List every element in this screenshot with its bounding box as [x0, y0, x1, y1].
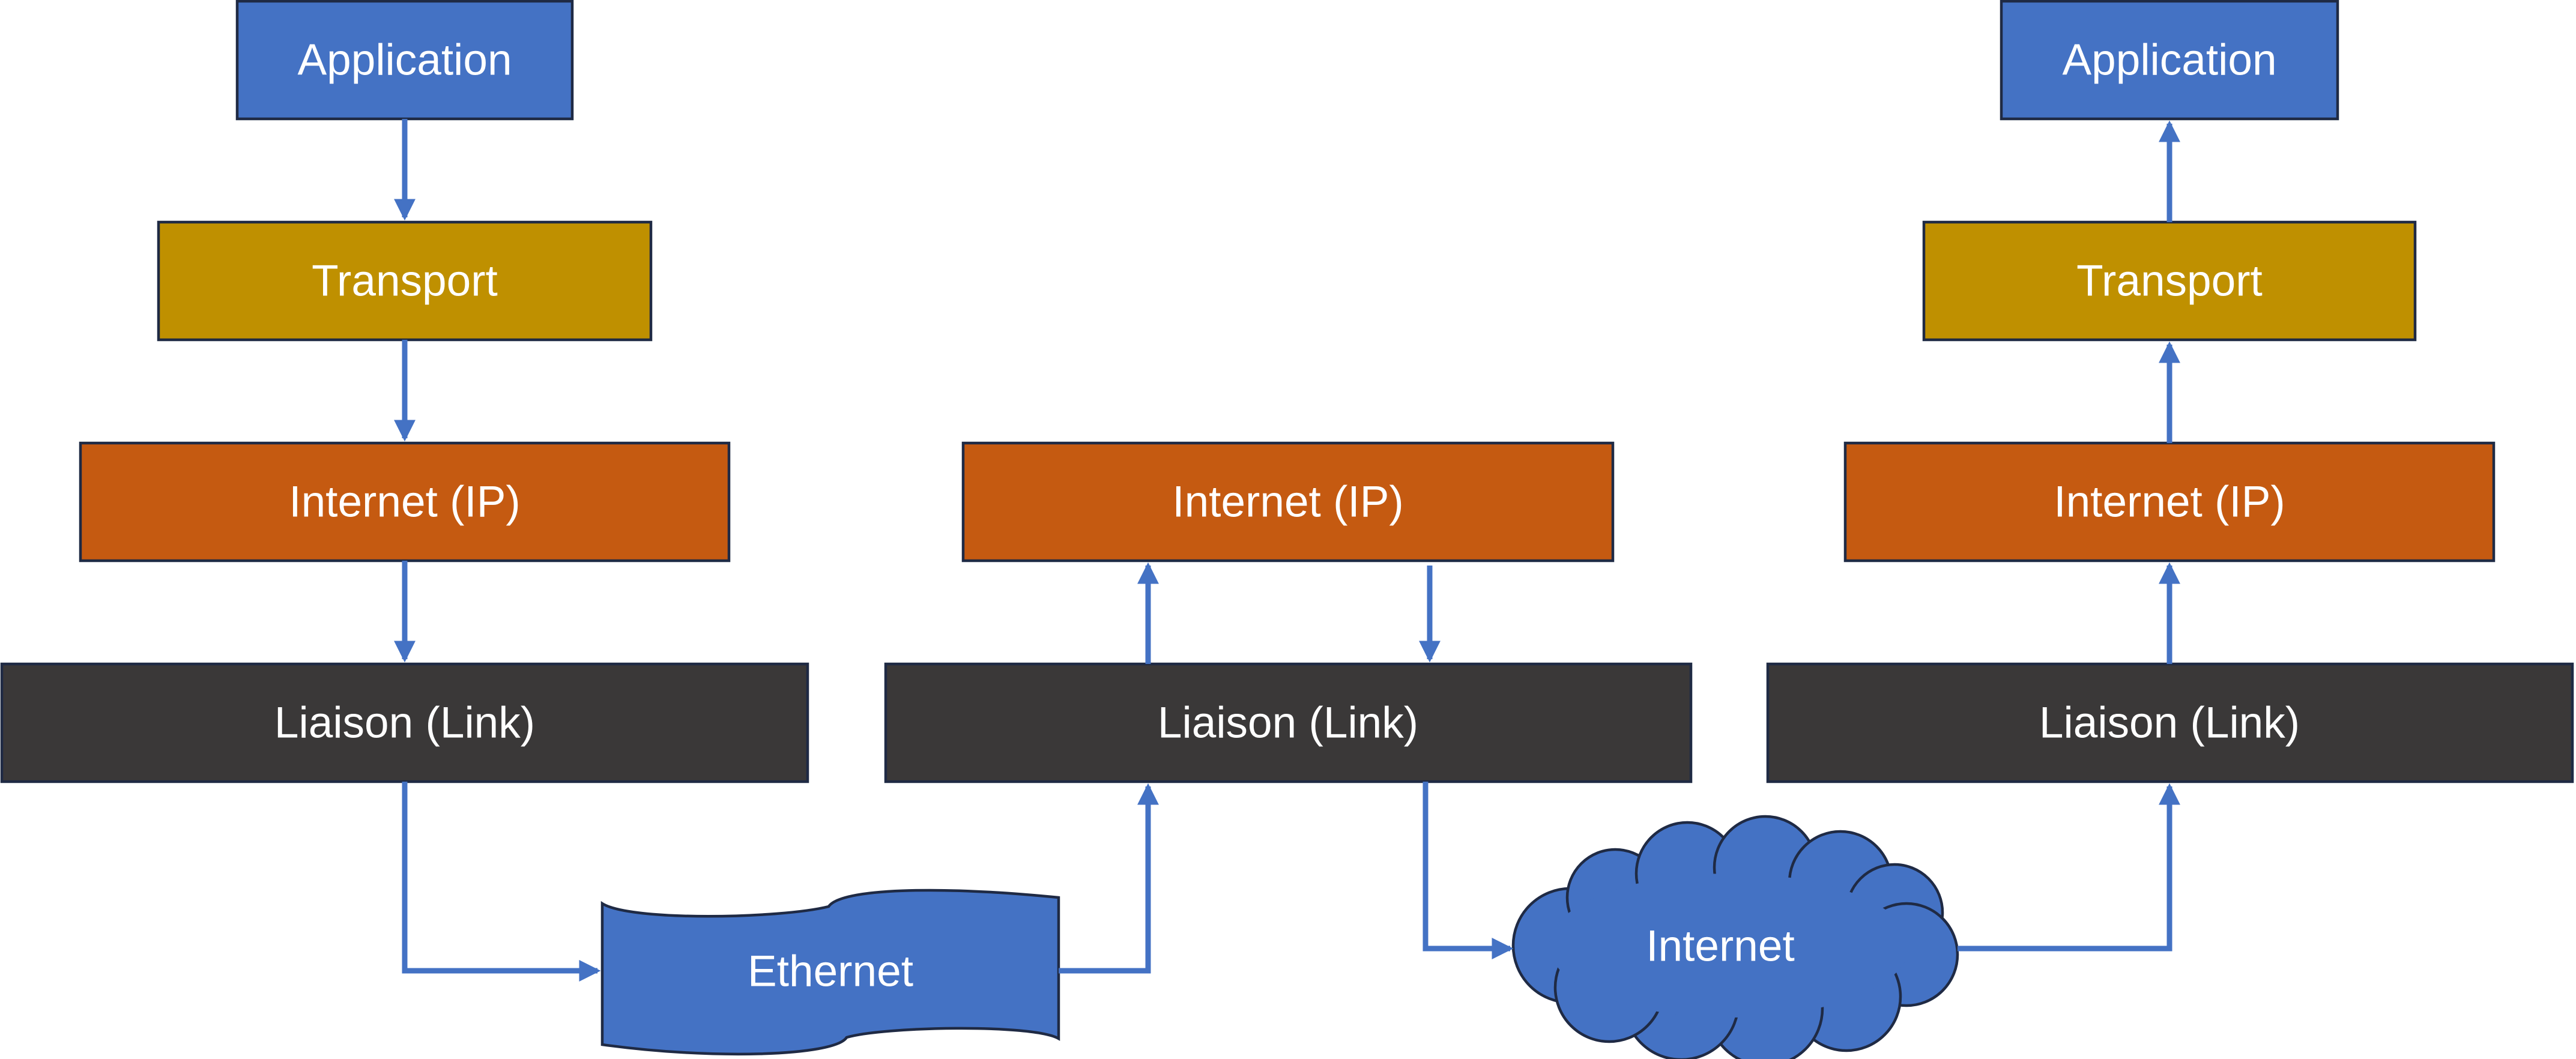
sender-application-label: Application: [297, 36, 512, 85]
receiver-internet-layer: Internet (IP): [1843, 441, 2496, 563]
sender-internet-label: Internet (IP): [289, 478, 520, 526]
receiver-stack: Application Transport Internet (IP) Liai…: [1766, 0, 2574, 783]
router-internet-label: Internet (IP): [1172, 478, 1403, 526]
receiver-application-layer: Application: [2000, 0, 2339, 121]
receiver-transport-layer: Transport: [1922, 220, 2417, 342]
ethernet-medium: Ethernet: [600, 889, 1060, 1056]
receiver-application-label: Application: [2062, 36, 2276, 85]
sender-application-layer: Application: [235, 0, 574, 121]
router-link-layer: Liaison (Link): [884, 662, 1693, 783]
router-link-label: Liaison (Link): [1158, 699, 1418, 747]
router-stack: Internet (IP) Liaison (Link): [884, 441, 1693, 783]
sender-transport-label: Transport: [312, 257, 498, 306]
sender-internet-layer: Internet (IP): [79, 441, 731, 563]
sender-stack: Application Transport Internet (IP) Liai…: [0, 0, 809, 783]
arrow-cloud-to-receiver-link: [1958, 783, 2180, 952]
router-internet-layer: Internet (IP): [961, 441, 1615, 563]
arrow-sender-link-to-ethernet: [402, 782, 601, 982]
sender-link-label: Liaison (Link): [274, 699, 535, 747]
sender-link-layer: Liaison (Link): [0, 662, 809, 783]
receiver-transport-label: Transport: [2076, 257, 2263, 306]
arrow-ethernet-to-router-link: [1059, 783, 1159, 974]
internet-cloud-label: Internet: [1646, 922, 1795, 971]
receiver-link-layer: Liaison (Link): [1766, 662, 2574, 783]
connectors: [394, 119, 2180, 982]
receiver-internet-label: Internet (IP): [2054, 478, 2285, 526]
internet-cloud: Internet: [1511, 815, 1959, 1059]
arrow-router-link-to-cloud: [1423, 782, 1514, 959]
ethernet-label: Ethernet: [748, 947, 913, 996]
receiver-link-label: Liaison (Link): [2039, 699, 2300, 747]
sender-transport-layer: Transport: [157, 220, 653, 342]
